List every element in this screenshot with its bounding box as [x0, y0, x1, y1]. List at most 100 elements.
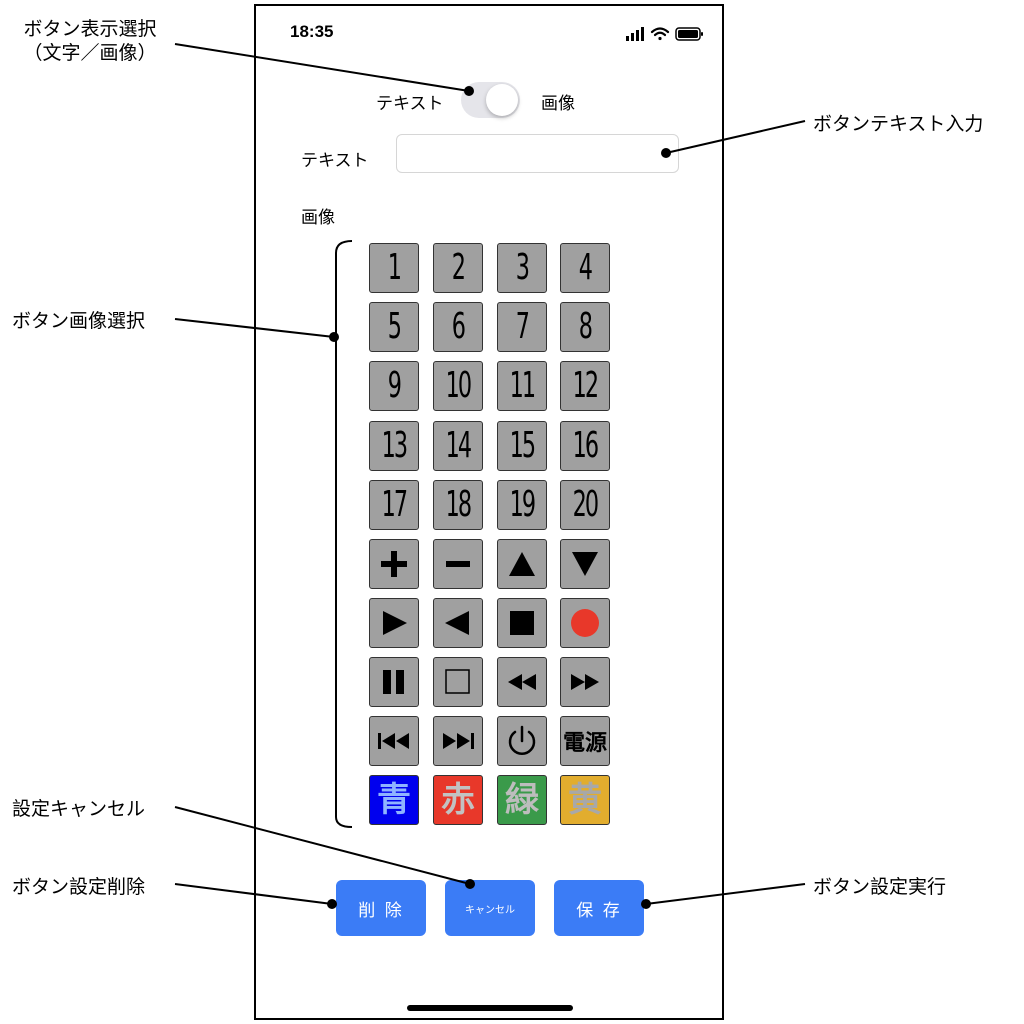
number-label: 2 — [451, 247, 466, 288]
power-icon — [508, 725, 536, 755]
number-label: 8 — [578, 306, 593, 347]
red-kanji-label: 赤 — [441, 780, 475, 820]
image-button-5[interactable]: 5 — [369, 302, 419, 352]
image-button-19[interactable]: 19 — [497, 480, 547, 530]
image-button-15[interactable]: 15 — [497, 421, 547, 471]
plus-icon — [381, 551, 407, 577]
triangle-up-icon — [509, 552, 535, 576]
number-label: 11 — [509, 365, 537, 406]
phone-frame — [254, 4, 724, 1020]
text-field-label: テキスト — [301, 151, 369, 171]
mode-label-image: 画像 — [541, 94, 575, 114]
image-button-4[interactable]: 4 — [560, 243, 610, 293]
play-icon — [383, 611, 407, 635]
annotation-text-input: ボタンテキスト入力 — [813, 113, 984, 135]
image-button-back[interactable] — [433, 598, 483, 648]
image-button-rewind[interactable] — [497, 657, 547, 707]
annotation-cancel: 設定キャンセル — [12, 798, 146, 820]
number-label: 20 — [572, 484, 600, 525]
image-button-7[interactable]: 7 — [497, 302, 547, 352]
image-button-play[interactable] — [369, 598, 419, 648]
number-label: 16 — [572, 425, 600, 466]
image-button-fast-forward[interactable] — [560, 657, 610, 707]
skip-back-icon — [378, 733, 409, 749]
skip-forward-icon — [443, 733, 474, 749]
image-button-power-kanji[interactable]: 電源 — [560, 716, 610, 766]
annotation-save: ボタン設定実行 — [813, 876, 947, 898]
toggle-knob — [486, 84, 518, 116]
image-button-9[interactable]: 9 — [369, 361, 419, 411]
green-kanji-label: 緑 — [505, 780, 539, 820]
annotation-mode-select-line2: （文字／画像） — [23, 42, 157, 64]
number-label: 18 — [445, 484, 473, 525]
image-button-skip-forward[interactable] — [433, 716, 483, 766]
image-button-grid: 1 2 3 4 5 6 7 8 9 10 11 12 13 14 15 16 1… — [369, 243, 611, 827]
cancel-button[interactable]: キャンセル — [445, 880, 535, 936]
annotation-delete: ボタン設定削除 — [12, 876, 146, 898]
image-button-up[interactable] — [497, 539, 547, 589]
number-label: 10 — [445, 365, 473, 406]
button-text-input[interactable] — [396, 134, 679, 173]
image-button-10[interactable]: 10 — [433, 361, 483, 411]
blue-kanji-label: 青 — [377, 780, 411, 820]
image-button-down[interactable] — [560, 539, 610, 589]
image-button-11[interactable]: 11 — [497, 361, 547, 411]
image-button-record[interactable] — [560, 598, 610, 648]
number-label: 15 — [509, 425, 537, 466]
delete-button[interactable]: 削 除 — [336, 880, 426, 936]
image-button-3[interactable]: 3 — [497, 243, 547, 293]
image-button-yellow[interactable]: 黄 — [560, 775, 610, 825]
power-kanji-label: 電源 — [562, 731, 607, 756]
annotation-image-select: ボタン画像選択 — [12, 310, 146, 332]
reverse-play-icon — [445, 611, 469, 635]
number-label: 6 — [451, 306, 466, 347]
number-label: 5 — [387, 306, 402, 347]
number-label: 3 — [515, 247, 530, 288]
home-indicator — [407, 1005, 573, 1011]
empty-square-icon — [445, 669, 470, 694]
battery-icon — [675, 27, 703, 41]
image-button-pause[interactable] — [369, 657, 419, 707]
image-button-12[interactable]: 12 — [560, 361, 610, 411]
number-label: 14 — [445, 425, 473, 466]
annotation-mode-select: ボタン表示選択 （文字／画像） — [10, 17, 170, 65]
image-button-green[interactable]: 緑 — [497, 775, 547, 825]
yellow-kanji-label: 黄 — [568, 780, 602, 820]
image-button-minus[interactable] — [433, 539, 483, 589]
image-button-17[interactable]: 17 — [369, 480, 419, 530]
image-button-stop[interactable] — [497, 598, 547, 648]
number-label: 13 — [381, 425, 409, 466]
image-button-6[interactable]: 6 — [433, 302, 483, 352]
number-label: 7 — [515, 306, 530, 347]
mode-label-text: テキスト — [376, 94, 444, 114]
status-time: 18:35 — [290, 22, 334, 41]
triangle-down-icon — [572, 552, 598, 576]
image-button-red[interactable]: 赤 — [433, 775, 483, 825]
pause-icon — [383, 670, 404, 694]
number-label: 9 — [387, 365, 402, 406]
image-button-plus[interactable] — [369, 539, 419, 589]
image-button-blue[interactable]: 青 — [369, 775, 419, 825]
image-button-16[interactable]: 16 — [560, 421, 610, 471]
stop-icon — [510, 611, 534, 635]
image-button-blank[interactable] — [433, 657, 483, 707]
number-label: 17 — [381, 484, 409, 525]
minus-icon — [446, 561, 470, 567]
image-button-20[interactable]: 20 — [560, 480, 610, 530]
image-button-8[interactable]: 8 — [560, 302, 610, 352]
annotation-mode-select-line1: ボタン表示選択 — [23, 18, 157, 40]
image-button-1[interactable]: 1 — [369, 243, 419, 293]
number-label: 19 — [509, 484, 537, 525]
image-button-13[interactable]: 13 — [369, 421, 419, 471]
rewind-icon — [508, 674, 536, 690]
image-button-18[interactable]: 18 — [433, 480, 483, 530]
image-button-14[interactable]: 14 — [433, 421, 483, 471]
image-button-power[interactable] — [497, 716, 547, 766]
save-button[interactable]: 保 存 — [554, 880, 644, 936]
image-button-2[interactable]: 2 — [433, 243, 483, 293]
image-button-skip-back[interactable] — [369, 716, 419, 766]
status-icons — [626, 27, 703, 41]
number-label: 12 — [572, 365, 600, 406]
number-label: 1 — [387, 247, 402, 288]
